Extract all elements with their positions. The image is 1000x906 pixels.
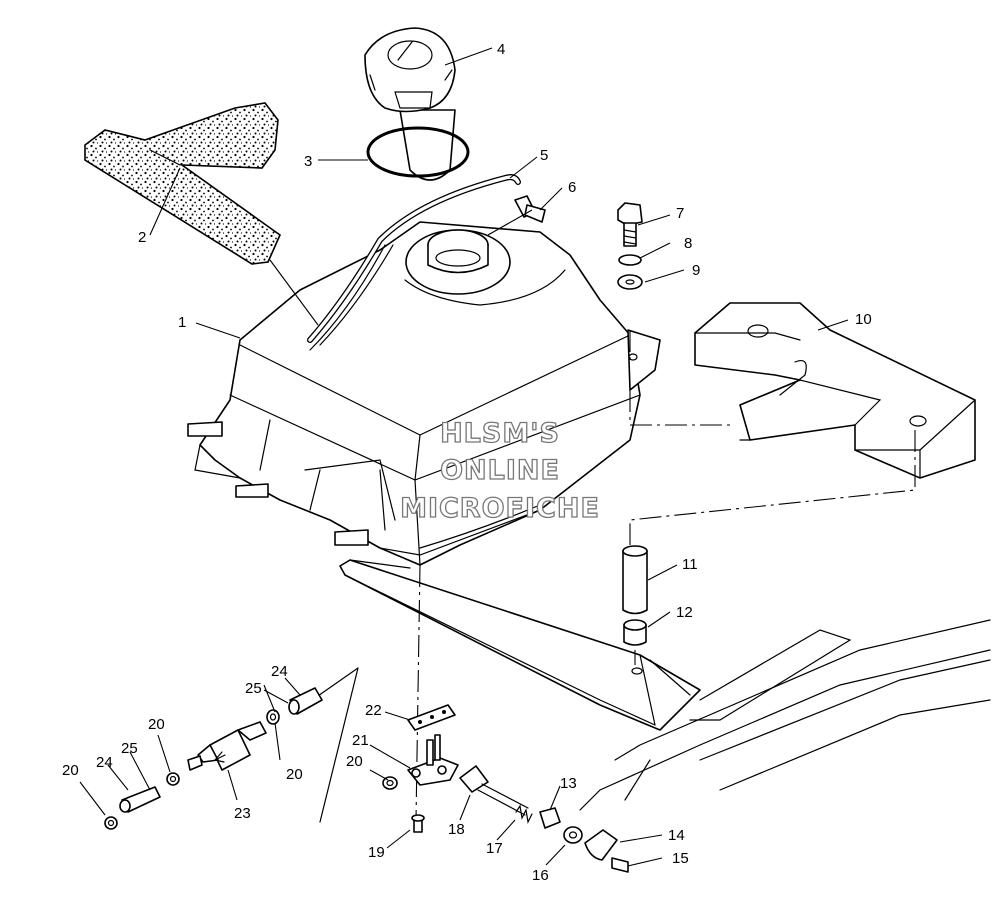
watermark-line-2: ONLINE [440,455,560,486]
callout-3: 3 [304,153,312,170]
callout-23: 23 [234,805,251,822]
bolt [617,202,643,247]
fuel-hose-upper [288,687,323,715]
callout-25-lower: 25 [121,740,138,757]
callout-20-mid-clamp: 20 [148,716,165,733]
callout-6: 6 [568,179,576,196]
spring [515,804,533,824]
callout-8: 8 [684,235,692,252]
watermark-line-1: HLSM'S [440,418,560,449]
screw [611,857,629,873]
fuel-filter [187,721,267,771]
fuel-valve [407,734,459,786]
callout-10: 10 [855,311,872,328]
leader-lines [79,47,849,867]
callout-17: 17 [486,840,503,857]
callout-11: 11 [682,556,698,573]
callout-18: 18 [448,821,465,838]
callout-24-upper: 24 [271,663,288,680]
mount-screw [411,814,425,833]
callout-1: 1 [178,314,186,331]
valve-stem [459,765,529,816]
frame-rail [339,559,991,811]
callout-labels: 1 2 3 4 5 6 7 8 9 10 11 12 13 14 15 16 1… [62,41,872,884]
valve-lever [539,807,561,829]
fuel-hose-lower [119,786,161,813]
callout-21: 21 [352,732,369,749]
bracket [407,704,456,731]
callout-13: 13 [560,775,577,792]
watermark: HLSM'S ONLINE MICROFICHE [399,417,600,524]
fuel-cap [364,27,456,181]
lock-washer [618,254,642,266]
callout-22: 22 [365,702,382,719]
callout-4: 4 [497,41,505,58]
callout-7: 7 [676,205,684,222]
clamp-mid [166,772,180,786]
callout-24-lower: 24 [96,754,113,771]
spacer-sleeve [622,545,648,615]
clamp-upper [266,709,280,725]
callout-15: 15 [672,850,689,867]
flat-washer [617,274,643,290]
fuel-tank [187,221,661,566]
callout-20-valve: 20 [346,753,363,770]
knob [584,829,618,861]
callout-20-lower-clamp: 20 [62,762,79,779]
o-ring [366,126,470,178]
callout-2: 2 [138,229,146,246]
callout-14: 14 [668,827,685,844]
seal-washer [563,826,583,844]
callout-20-upper-clamp: 20 [286,766,303,783]
callout-9: 9 [692,262,700,279]
foam-pad [84,102,281,265]
callout-25-upper: 25 [245,680,262,697]
callout-19: 19 [368,844,385,861]
hose-clamp [382,776,398,790]
callout-5: 5 [540,147,548,164]
bushing [623,619,647,646]
callout-16: 16 [532,867,549,884]
watermark-line-3: MICROFICHE [400,493,600,524]
mount-block [694,302,976,479]
clamp-lower [104,816,118,830]
callout-12: 12 [676,604,693,621]
